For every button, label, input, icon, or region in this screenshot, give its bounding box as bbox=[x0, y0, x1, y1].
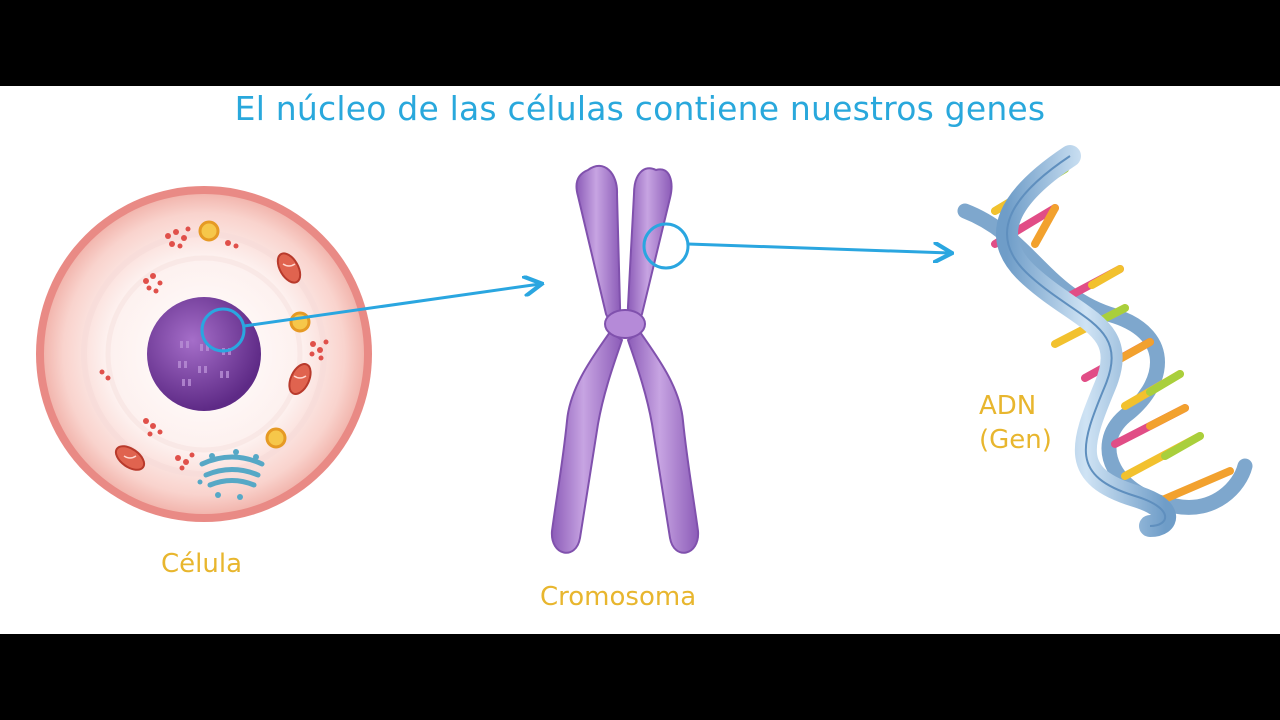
cell-illustration bbox=[36, 186, 372, 522]
vesicles bbox=[198, 220, 311, 449]
cell-label: Célula bbox=[161, 549, 243, 579]
dna-label-line1: ADN bbox=[979, 391, 1037, 421]
chromosome-label: Cromosoma bbox=[540, 582, 697, 612]
dna-label-line2: (Gen) bbox=[979, 425, 1052, 455]
diagram-canvas: El núcleo de las células contiene nuestr… bbox=[0, 86, 1280, 634]
chromosome-highlight-circle bbox=[642, 222, 690, 270]
dna-helix-illustration bbox=[957, 145, 1253, 537]
chromosome-lower-left-arm bbox=[550, 330, 624, 554]
nucleus-highlight-circle bbox=[200, 307, 246, 353]
ribosomes bbox=[99, 226, 329, 471]
dna-backbone-back bbox=[957, 203, 1253, 515]
golgi-apparatus bbox=[199, 454, 265, 488]
diagram-title: El núcleo de las células contiene nuestr… bbox=[234, 89, 1046, 128]
chromosome-lower-right-arm bbox=[626, 330, 700, 554]
centromere bbox=[604, 309, 646, 339]
arrow-cell-to-chromosome bbox=[243, 284, 540, 328]
nucleus bbox=[147, 297, 261, 411]
chromosome-upper-left-arm bbox=[575, 164, 622, 322]
dna-label: ADN (Gen) bbox=[979, 389, 1052, 457]
chromosome-upper-right-arm bbox=[626, 167, 673, 322]
arrow-chromosome-to-dna bbox=[687, 244, 950, 253]
diagram-art bbox=[36, 145, 1253, 554]
chromosome-illustration bbox=[550, 164, 700, 554]
